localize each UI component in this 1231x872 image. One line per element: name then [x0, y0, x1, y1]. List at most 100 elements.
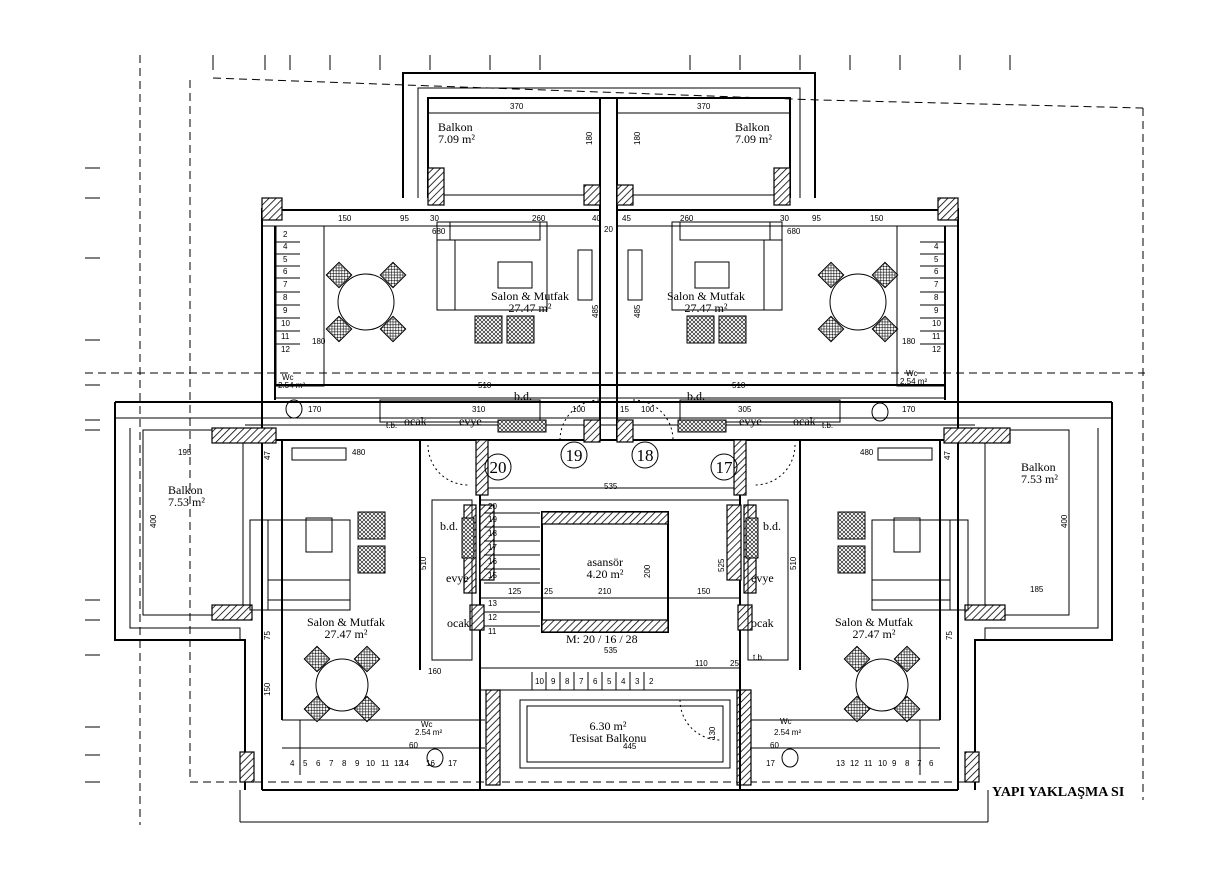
dim-110: 110 [695, 659, 708, 668]
dim-60-left: 60 [409, 741, 418, 750]
dim-30-tl: 30 [430, 214, 439, 223]
room-name-salon-br: Salon & Mutfak [835, 615, 913, 629]
room-area-asansor: 4.20 m² [587, 567, 624, 581]
label-ocak-mid-left: ocak [447, 616, 470, 630]
dim-510-mid-right: 510 [789, 556, 798, 570]
step-lower-r-13: 13 [836, 759, 845, 768]
step-center-16: 16 [488, 557, 497, 566]
grid-marker-18: 18 [637, 446, 654, 465]
step-lower-r-17: 17 [766, 759, 775, 768]
label-tb-mid-right: t.b. [753, 653, 764, 662]
dim-535-bottom: 535 [604, 646, 618, 655]
room-name-salon-tr: Salon & Mutfak [667, 289, 745, 303]
dim-95-tr: 95 [812, 214, 821, 223]
dim-150-lower-left: 150 [263, 682, 272, 696]
dim-210: 210 [598, 587, 612, 596]
room-name-balkon-mr: Balkon [1021, 460, 1056, 474]
step-center-12: 12 [488, 613, 497, 622]
step-lower-10: 10 [366, 759, 375, 768]
room-area-wc-tr: 2.54 m² [900, 377, 927, 386]
label-ocak-top-left: ocak [404, 414, 427, 428]
step-center-11: 11 [488, 627, 497, 636]
label-tb-top-right: t.b. [822, 421, 833, 430]
dim-30-tr: 30 [780, 214, 789, 223]
stair-step-numbers: 2 4 5 6 7 8 9 10 11 12 4 5 6 7 8 9 10 11… [281, 230, 941, 768]
dim-150-mid: 150 [697, 587, 711, 596]
room-name-tesisat: Tesisat Balkonu [570, 731, 647, 745]
step-lower-r-12: 12 [850, 759, 859, 768]
dim-680-right: 680 [787, 227, 801, 236]
grid-marker-17: 17 [716, 458, 734, 477]
dim-25-right: 25 [730, 659, 739, 668]
step-left-9: 9 [283, 306, 288, 315]
dim-260-tr: 260 [680, 214, 694, 223]
step-lower-14: 14 [400, 759, 409, 768]
dim-525: 525 [717, 558, 726, 572]
step-center-19: 19 [488, 515, 497, 524]
grid-marker-19: 19 [566, 446, 583, 465]
step-bottom-3: 3 [635, 677, 640, 686]
dim-100-right: 100 [641, 405, 655, 414]
dim-160: 160 [428, 667, 442, 676]
dim-125: 125 [508, 587, 522, 596]
label-ocak-top-right: ocak [793, 414, 816, 428]
fixture-labels: b.d. b.d. b.d. b.d. evye evye evye evye … [386, 389, 833, 662]
dim-180-stair-right: 180 [902, 337, 916, 346]
step-left-11: 11 [281, 332, 290, 341]
dim-510-mid-left: 510 [419, 556, 428, 570]
step-lower-r-8: 8 [905, 759, 910, 768]
room-name-balkon-tl: Balkon [438, 120, 473, 134]
dim-680-left: 680 [432, 227, 446, 236]
dim-485-left: 485 [591, 304, 600, 318]
dim-480-right: 480 [860, 448, 874, 457]
step-bottom-4: 4 [621, 677, 626, 686]
room-name-wc-br: Wc [780, 717, 792, 726]
step-lower-9: 9 [355, 759, 360, 768]
dim-310: 310 [472, 405, 486, 414]
step-left-6: 6 [283, 267, 288, 276]
dim-75-right: 75 [945, 631, 954, 640]
step-right-12: 12 [932, 345, 941, 354]
step-lower-4: 4 [290, 759, 295, 768]
room-area-salon-tl: 27.47 m² [509, 301, 552, 315]
room-name-wc-tr: Wc [906, 369, 918, 378]
dim-510-left: 510 [478, 381, 492, 390]
step-lower-16: 16 [426, 759, 435, 768]
dim-485-right: 485 [633, 304, 642, 318]
step-right-5: 5 [934, 255, 939, 264]
step-left-8: 8 [283, 293, 288, 302]
step-lower-7: 7 [329, 759, 334, 768]
room-area-balkon-tl: 7.09 m² [438, 132, 475, 146]
step-bottom-7: 7 [579, 677, 584, 686]
step-left-4: 4 [283, 242, 288, 251]
room-area-balkon-ml: 7.53 m² [168, 495, 205, 509]
step-center-18: 18 [488, 529, 497, 538]
dim-510-right: 510 [732, 381, 746, 390]
room-area-salon-bl: 27.47 m² [325, 627, 368, 641]
dim-20-tl: 20 [604, 225, 613, 234]
label-ocak-mid-right: ocak [751, 616, 774, 630]
step-bottom-2: 2 [649, 677, 654, 686]
step-lower-r-9: 9 [892, 759, 897, 768]
step-right-10: 10 [932, 319, 941, 328]
dim-47-right: 47 [943, 451, 952, 460]
step-center-20: 20 [488, 502, 497, 511]
dim-400-right: 400 [1060, 514, 1069, 528]
dim-535-top: 535 [604, 482, 618, 491]
dim-445: 445 [623, 742, 637, 751]
dim-47-left: 47 [263, 451, 272, 460]
room-labels: Balkon 7.09 m² Balkon 7.09 m² Balkon 7.5… [168, 120, 1058, 745]
step-right-7: 7 [934, 280, 939, 289]
dim-400-left: 400 [149, 514, 158, 528]
step-left-5: 5 [283, 255, 288, 264]
step-right-8: 8 [934, 293, 939, 302]
dim-200: 200 [643, 564, 652, 578]
dim-260-tl: 260 [532, 214, 546, 223]
grid-markers: 20 19 18 17 [484, 441, 738, 481]
room-area-salon-tr: 27.47 m² [685, 301, 728, 315]
step-lower-r-11: 11 [864, 759, 873, 768]
dim-130: 130 [708, 726, 717, 740]
dim-75-left: 75 [263, 631, 272, 640]
dim-305: 305 [738, 405, 752, 414]
dimension-labels: 370 370 180 180 150 95 30 260 40 20 45 2… [149, 102, 1069, 751]
